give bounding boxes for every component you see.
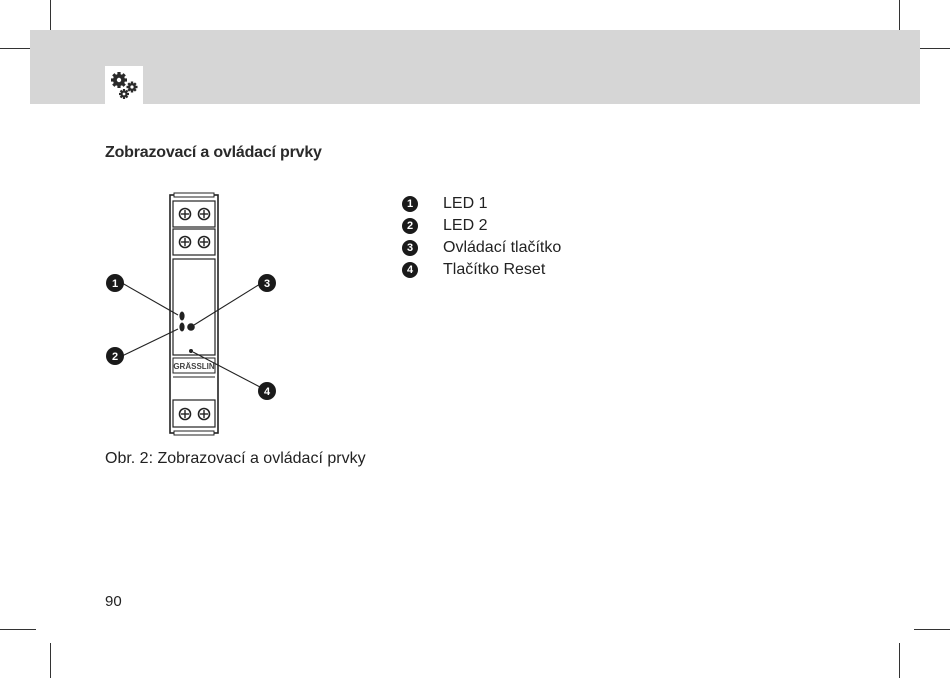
brand-strip — [172, 357, 216, 374]
legend-label: Tlačítko Reset — [443, 261, 546, 278]
device-brand: GRÄSSLIN — [173, 362, 215, 371]
svg-text:3: 3 — [264, 278, 270, 290]
legend-number: 3 — [402, 240, 418, 256]
leader-line-1 — [121, 282, 179, 316]
legend-label: LED 1 — [443, 195, 488, 212]
callout-4: 4 — [258, 382, 276, 400]
svg-text:4: 4 — [264, 386, 271, 398]
leader-line-2 — [121, 328, 179, 357]
legend-item: 3 Ovládací tlačítko — [402, 237, 561, 259]
header-tab — [105, 66, 143, 104]
section-title: Zobrazovací a ovládací prvky — [105, 144, 322, 161]
crop-mark — [914, 629, 950, 630]
legend-list: 1 LED 1 2 LED 2 3 Ovládací tlačítko 4 Tl… — [402, 193, 561, 281]
tab-notch — [118, 104, 130, 112]
crop-mark — [50, 0, 51, 30]
crop-mark — [0, 48, 30, 49]
legend-number: 2 — [402, 218, 418, 234]
legend-number: 4 — [402, 262, 418, 278]
legend-item: 1 LED 1 — [402, 193, 561, 215]
legend-label: Ovládací tlačítko — [443, 239, 562, 256]
leader-line-3 — [193, 283, 261, 326]
device-bottom-cap — [173, 430, 215, 436]
crop-mark — [899, 643, 900, 678]
page-number: 90 — [105, 593, 122, 610]
crop-mark — [920, 48, 950, 49]
header-band — [30, 30, 920, 104]
reset-button — [189, 349, 193, 353]
figure-caption: Obr. 2: Zobrazovací a ovládací prvky — [105, 450, 366, 467]
front-panel — [172, 258, 216, 356]
led-1 — [179, 311, 185, 321]
leader-line-4 — [192, 351, 261, 388]
legend-label: LED 2 — [443, 217, 488, 234]
svg-text:1: 1 — [112, 278, 118, 290]
callout-3: 3 — [258, 274, 276, 292]
control-button — [187, 323, 195, 331]
led-2 — [179, 322, 185, 332]
crop-mark — [899, 0, 900, 30]
svg-text:2: 2 — [112, 351, 118, 363]
legend-item: 2 LED 2 — [402, 215, 561, 237]
callout-2: 2 — [106, 347, 124, 365]
crop-mark — [0, 629, 36, 630]
callout-1: 1 — [106, 274, 124, 292]
device-illustration: GRÄSSLIN 1 2 3 4 — [106, 192, 276, 436]
gears-icon — [111, 72, 138, 99]
legend-number: 1 — [402, 196, 418, 212]
legend-item: 4 Tlačítko Reset — [402, 259, 561, 281]
crop-mark — [50, 643, 51, 678]
device-top-cap — [173, 192, 215, 198]
